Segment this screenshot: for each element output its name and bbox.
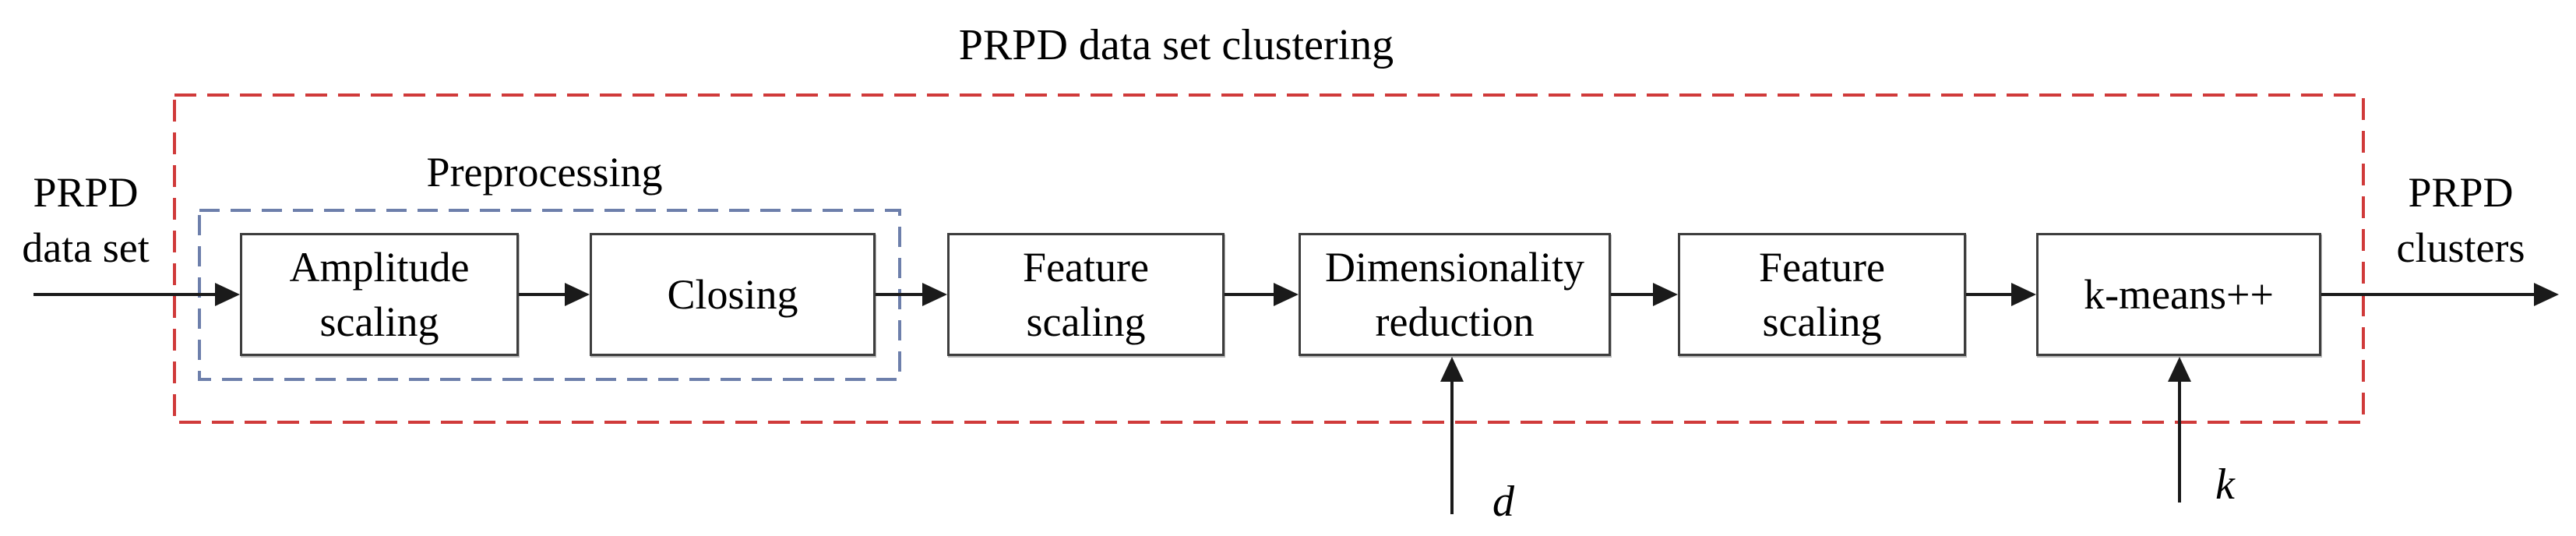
arrow-param-d-line [1450, 380, 1454, 514]
input-label-line1: PRPD [33, 169, 139, 216]
arrow-param-d-arrowhead [1440, 357, 1464, 382]
arrow-dimensionality-to-feature-scaling-2-line [1611, 293, 1656, 296]
arrow-input-arrowhead [215, 283, 240, 306]
block-feature-scaling-2: Feature scaling [1678, 233, 1966, 356]
block-closing: Closing [590, 233, 876, 356]
arrow-closing-to-feature-scaling-1-arrowhead [922, 283, 947, 306]
arrow-amplitude-to-closing-arrowhead [565, 283, 590, 306]
block-label-line: k-means++ [2084, 270, 2274, 318]
block-label-line: Feature [1023, 243, 1149, 291]
param-d-label: d [1492, 478, 1514, 526]
param-k-label: k [2215, 460, 2235, 509]
arrow-dimensionality-to-feature-scaling-2-arrowhead [1653, 283, 1678, 306]
arrow-param-k-line [2178, 380, 2181, 503]
block-label-line: scaling [1026, 298, 1146, 345]
arrow-feature-scaling-2-to-kmeans-line [1966, 293, 2014, 296]
block-dimensionality-reduction: Dimensionality reduction [1299, 233, 1611, 356]
clustering-group-border [173, 93, 2365, 424]
arrow-feature-scaling-2-to-kmeans-arrowhead [2011, 283, 2036, 306]
block-amplitude-scaling: Amplitude scaling [240, 233, 519, 356]
arrow-output-line [2321, 293, 2537, 296]
input-label-line2: data set [22, 224, 150, 272]
block-kmeans-plus-plus-label: k-means++ [2084, 267, 2274, 322]
block-feature-scaling-2-label: Feature scaling [1759, 240, 1885, 349]
block-label-line: scaling [319, 298, 439, 345]
arrow-input-line [33, 293, 217, 296]
input-label: PRPD data set [0, 165, 171, 277]
block-label-line: Feature [1759, 243, 1885, 291]
arrow-feature-scaling-1-to-dimensionality-line [1225, 293, 1275, 296]
block-label-line: Amplitude [289, 243, 470, 291]
output-label: PRPD clusters [2371, 165, 2550, 277]
preprocessing-label: Preprocessing [426, 149, 663, 196]
block-feature-scaling-1: Feature scaling [947, 233, 1225, 356]
block-label-line: scaling [1762, 298, 1882, 345]
block-kmeans-plus-plus: k-means++ [2036, 233, 2321, 356]
block-amplitude-scaling-label: Amplitude scaling [290, 240, 470, 349]
arrow-amplitude-to-closing-line [519, 293, 566, 296]
output-label-line2: clusters [2396, 224, 2525, 272]
output-label-line1: PRPD [2408, 169, 2514, 216]
block-dimensionality-reduction-label: Dimensionality reduction [1325, 240, 1584, 349]
arrow-output-arrowhead [2534, 283, 2559, 306]
arrow-feature-scaling-1-to-dimensionality-arrowhead [1274, 283, 1299, 306]
block-label-line: reduction [1375, 298, 1535, 345]
arrow-param-k-arrowhead [2168, 357, 2191, 382]
diagram-title: PRPD data set clustering [958, 21, 1394, 69]
block-feature-scaling-1-label: Feature scaling [1023, 240, 1149, 349]
block-closing-label: Closing [667, 267, 798, 322]
arrow-closing-to-feature-scaling-1-line [876, 293, 924, 296]
block-label-line: Dimensionality [1325, 243, 1584, 291]
block-label-line: Closing [667, 270, 798, 318]
